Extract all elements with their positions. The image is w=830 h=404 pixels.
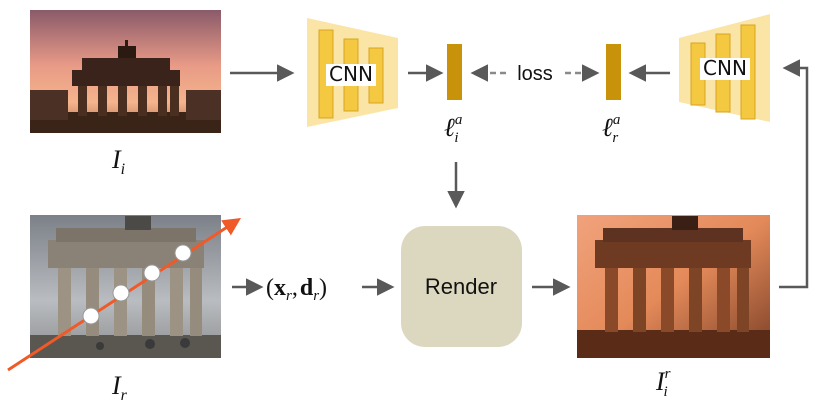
cnn-encoder-right: CNN: [679, 14, 770, 122]
label-ray-tuple: (xr,dr): [266, 275, 327, 304]
label-image-input: Ii: [111, 145, 125, 178]
label-image-reference: Ir: [111, 371, 128, 404]
image-rendered-output: [577, 215, 770, 358]
latent-code-r: [606, 44, 621, 100]
ray-sample-point: [82, 307, 100, 325]
ray-sample-point: [143, 264, 161, 282]
arrow-output-to-cnn: [779, 59, 809, 289]
loss-label: loss: [517, 63, 553, 85]
cnn-left-label: CNN: [329, 62, 373, 86]
cnn-right-label: CNN: [703, 56, 747, 80]
ray-sample-point: [112, 284, 130, 302]
ray-sample-point: [174, 244, 192, 262]
cnn-encoder-left: CNN: [307, 18, 398, 127]
render-block: [401, 226, 522, 347]
latent-code-i: [447, 44, 462, 100]
render-label: Render: [425, 274, 497, 299]
image-input-sunset: [30, 10, 221, 133]
